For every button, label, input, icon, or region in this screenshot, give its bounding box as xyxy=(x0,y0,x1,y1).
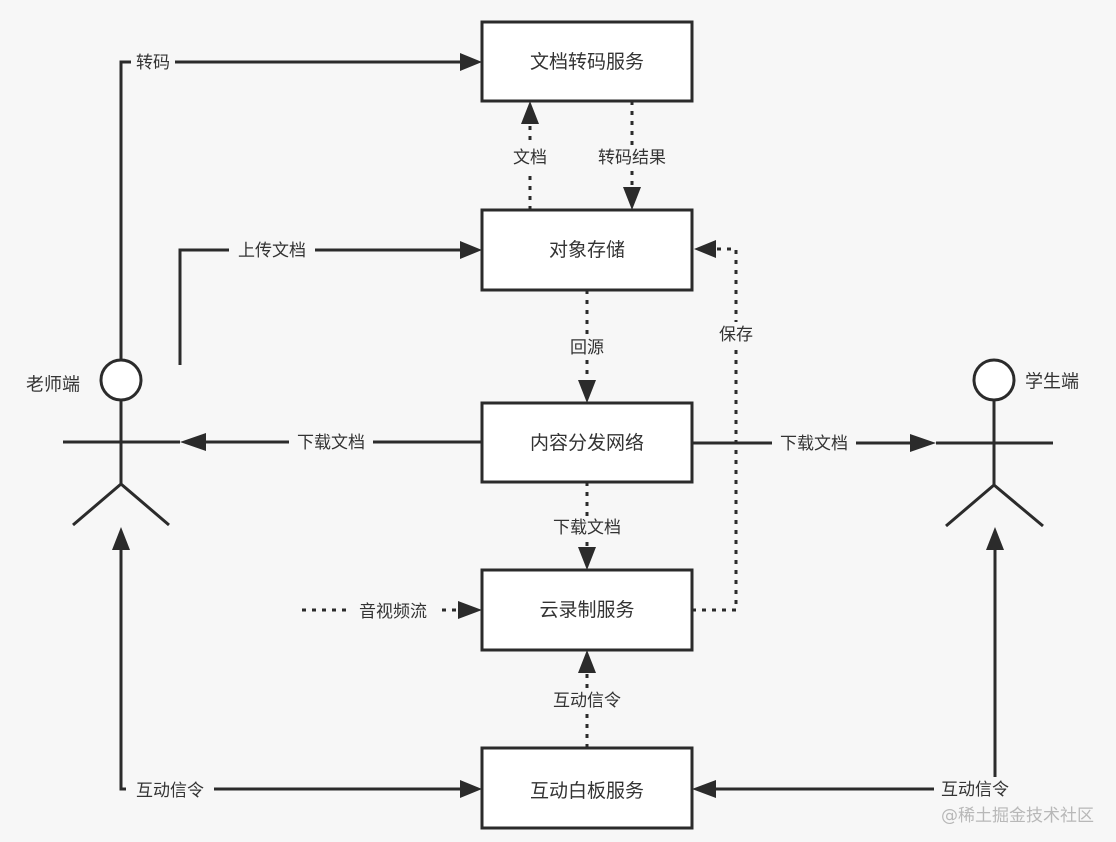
arrow-head-icon xyxy=(458,601,482,619)
edge-label-signal-teacher: 互动信令 xyxy=(136,781,204,801)
arrow-head-icon xyxy=(578,380,596,403)
node-transcode-service[interactable]: 文档转码服务 xyxy=(480,20,694,103)
edge-label-save: 保存 xyxy=(719,325,753,345)
arrow-head-icon xyxy=(694,240,716,258)
actor-body-icon xyxy=(63,400,180,527)
actor-student[interactable]: 学生端 xyxy=(936,358,1079,528)
arrow-head-icon xyxy=(986,527,1004,550)
edge-storage-to-transcode: 文档 xyxy=(508,101,552,210)
edge-label-origin: 回源 xyxy=(570,338,604,358)
node-label: 对象存储 xyxy=(549,239,625,261)
arrow-head-icon xyxy=(460,241,482,259)
edge-label-download-student: 下载文档 xyxy=(780,434,848,454)
actor-head-icon xyxy=(972,358,1016,402)
node-label: 文档转码服务 xyxy=(530,51,644,73)
edge-cdn-to-recording: 下载文档 xyxy=(545,482,629,570)
node-label: 互动白板服务 xyxy=(530,780,644,802)
arrow-head-icon xyxy=(180,433,206,451)
arrow-head-icon xyxy=(692,780,716,798)
arrow-head-icon xyxy=(460,53,482,71)
arrow-head-icon xyxy=(460,780,482,798)
actor-head-icon xyxy=(99,358,143,402)
edge-label-document: 文档 xyxy=(513,148,547,168)
edge-recording-save: 保存 xyxy=(692,240,760,612)
edge-teacher-whiteboard: 互动信令 xyxy=(112,527,482,803)
edge-student-whiteboard: 互动信令 xyxy=(692,527,1018,803)
node-cdn[interactable]: 内容分发网络 xyxy=(480,401,694,484)
edge-label-signal-student: 互动信令 xyxy=(941,780,1009,800)
edge-cdn-origin: 回源 xyxy=(565,290,609,403)
node-whiteboard-service[interactable]: 互动白板服务 xyxy=(480,746,694,830)
arrow-head-icon xyxy=(112,527,130,550)
edge-av-stream: 音视频流 xyxy=(302,598,482,622)
edge-teacher-transcode: 转码 xyxy=(119,50,482,360)
node-label: 云录制服务 xyxy=(539,599,634,621)
edge-label-download-teacher: 下载文档 xyxy=(297,433,365,453)
edge-transcode-result: 转码结果 xyxy=(590,101,674,210)
node-object-storage[interactable]: 对象存储 xyxy=(480,208,694,292)
actor-teacher[interactable]: 老师端 xyxy=(26,358,180,527)
arrow-head-icon xyxy=(521,101,539,124)
edge-cdn-to-student: 下载文档 xyxy=(692,431,936,455)
edge-label-signal-recording: 互动信令 xyxy=(553,691,621,711)
arrow-head-icon xyxy=(623,187,641,210)
watermark: @稀土掘金技术社区 xyxy=(941,806,1094,826)
arrow-head-icon xyxy=(578,650,596,673)
actor-label-teacher: 老师端 xyxy=(26,375,80,396)
arrow-head-icon xyxy=(910,434,936,452)
edge-label-transcode-result: 转码结果 xyxy=(598,148,666,168)
actor-label-student: 学生端 xyxy=(1025,372,1079,393)
node-cloud-recording[interactable]: 云录制服务 xyxy=(480,568,694,652)
arrow-head-icon xyxy=(578,547,596,570)
edge-label-transcode: 转码 xyxy=(136,53,170,73)
edge-whiteboard-to-recording: 互动信令 xyxy=(545,650,629,748)
edge-teacher-upload: 上传文档 xyxy=(178,238,482,365)
actor-body-icon xyxy=(936,400,1053,528)
edge-label-av-stream: 音视频流 xyxy=(359,602,427,622)
edge-label-upload: 上传文档 xyxy=(238,241,306,261)
edge-label-download-recording: 下载文档 xyxy=(553,518,621,538)
edge-cdn-to-teacher: 下载文档 xyxy=(180,430,482,454)
node-label: 内容分发网络 xyxy=(530,432,644,454)
